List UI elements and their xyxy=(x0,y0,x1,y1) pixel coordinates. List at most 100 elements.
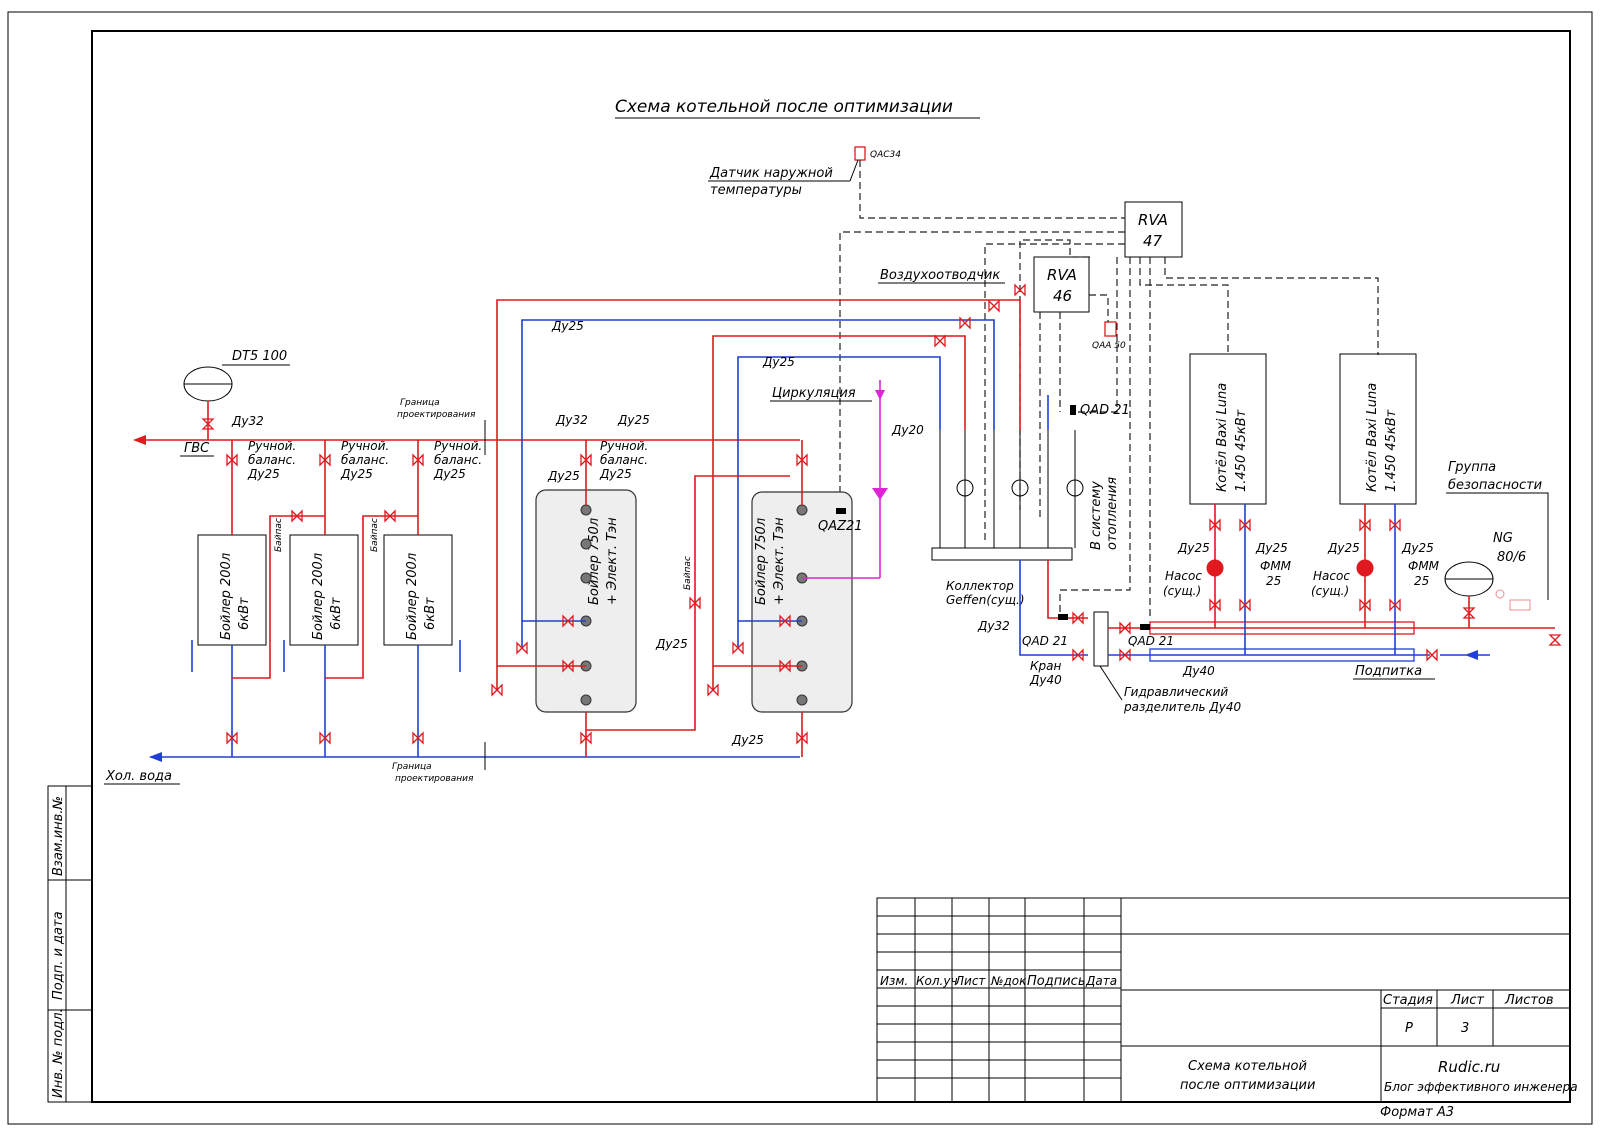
tb-drawing-name-1: Схема котельной xyxy=(1188,1059,1307,1074)
room-sensor-icon xyxy=(1104,321,1117,337)
stamp-inventory: Инв. № подл. xyxy=(51,1008,66,1098)
fmm-2-label-2: 25 xyxy=(1414,574,1429,588)
pipe-size-du25-c: Ду25 xyxy=(547,469,580,483)
ng-label-1: NG xyxy=(1493,531,1513,546)
pipe-return xyxy=(1019,560,1088,656)
qaz-label: QAZ21 xyxy=(818,519,863,534)
circulation-pump-icon xyxy=(872,488,888,500)
pipe-size-du25-cold: Ду25 xyxy=(731,733,764,747)
gas-boiler-1-line1: Котёл Baxi Luna xyxy=(1215,383,1230,492)
stamp-sign: Подп. и дата xyxy=(51,911,66,1000)
stamp-replace: Взам.инв.№ xyxy=(51,796,66,876)
bypass-label-2: Байпас xyxy=(370,518,380,552)
gauge-icon xyxy=(1495,589,1505,599)
tb-stage-head: Стадия xyxy=(1383,993,1433,1008)
design-border-label-1: Граница xyxy=(400,398,440,408)
pipe-size-du25-d: Ду25 xyxy=(551,319,584,333)
valve-du40-label-2: Ду40 xyxy=(1029,673,1062,687)
fmm-2-label-1: ФММ xyxy=(1408,559,1440,573)
balance-valve-4-l1: Ручной. xyxy=(600,439,648,453)
pipe-size-du40: Ду40 xyxy=(1182,664,1215,678)
gas-boiler-1-line2: 1.450 45кВт xyxy=(1234,409,1249,492)
tb-col-date: Дата xyxy=(1085,974,1117,988)
makeup-arrow-icon xyxy=(1465,650,1478,660)
balance-valve-3-l1: Ручной. xyxy=(434,439,482,453)
large-boiler-2-line2: + Элект. Тэн xyxy=(772,517,787,605)
pipe-size-du25-g: Ду25 xyxy=(1177,541,1210,555)
pump-icon xyxy=(1356,559,1374,577)
pump-1-label-2: (сущ.) xyxy=(1163,584,1201,598)
hydraulic-separator-label-1: Гидравлический xyxy=(1124,685,1228,699)
balance-valve-3-l3: Ду25 xyxy=(433,467,466,481)
diagram-title: Схема котельной после оптимизации xyxy=(615,97,953,117)
balance-valve-3-l2: баланс. xyxy=(434,453,482,467)
balance-valve-2-l3: Ду25 xyxy=(340,467,373,481)
small-boiler-1-line1: Бойлер 200л xyxy=(219,553,234,640)
pump-icon xyxy=(1206,559,1224,577)
qad-right-sensor-icon xyxy=(1140,624,1150,630)
balance-valve-1-l2: баланс. xyxy=(248,453,296,467)
qad-left-label: QAD 21 xyxy=(1022,634,1068,648)
collector-label-1: Коллектор xyxy=(946,579,1014,593)
collector xyxy=(931,430,1084,561)
tb-format: Формат А3 xyxy=(1380,1105,1454,1120)
expansion-tank-label: DT5 100 xyxy=(232,349,287,364)
makeup-label: Подпитка xyxy=(1355,664,1422,679)
small-boiler-1-line2: 6кВт xyxy=(237,597,252,630)
pipe-size-du32-b: Ду32 xyxy=(555,413,588,427)
tb-col-sign: Подпись xyxy=(1027,974,1085,989)
side-stamp: Взам.инв.№ Подп. и дата Инв. № подл. xyxy=(47,785,93,1103)
to-heating-label-2: отопления xyxy=(1105,477,1120,550)
design-border-label-lower-2: проектирования xyxy=(395,774,474,784)
small-boiler-2-line2: 6кВт xyxy=(329,597,344,630)
room-sensor-code: QAA 50 xyxy=(1092,341,1126,351)
qaz-sensor-icon xyxy=(836,508,846,514)
circulation-label: Циркуляция xyxy=(772,386,856,401)
controller-rva46-line2: 46 xyxy=(1053,287,1072,305)
balance-valve-4-l2: баланс. xyxy=(600,453,648,467)
safety-group-label-1: Группа xyxy=(1448,460,1496,475)
safety-group-label-2: безопасности xyxy=(1448,478,1542,493)
control-wiring xyxy=(839,160,1379,620)
outdoor-sensor-label-2: температуры xyxy=(710,183,802,198)
large-boiler-1-line2: + Элект. Тэн xyxy=(605,517,620,605)
large-boiler-2-line1: Бойлер 750л xyxy=(754,518,769,605)
return-header xyxy=(1149,648,1415,662)
tb-sheet-head: Лист xyxy=(1450,993,1484,1008)
balance-valve-1-l3: Ду25 xyxy=(247,467,280,481)
pipe-size-du32-c: Ду32 xyxy=(977,619,1010,633)
pipe-size-du25-f: Ду25 xyxy=(655,637,688,651)
pipe-size-du25-e: Ду25 xyxy=(762,355,795,369)
to-heating-label-1: В систему xyxy=(1089,481,1104,550)
qad-left-sensor-icon xyxy=(1058,614,1068,620)
controller-rva46 xyxy=(1033,256,1090,313)
pipe-size-du25-h: Ду25 xyxy=(1255,541,1288,555)
small-boiler-group: Бойлер 200л 6кВт Бойлер 200л 6кВт Бойлер… xyxy=(191,440,461,757)
qad-right-label: QAD 21 xyxy=(1128,634,1174,648)
controller-rva47 xyxy=(1124,201,1183,258)
pump-2-label-2: (сущ.) xyxy=(1311,584,1349,598)
outer-frame xyxy=(7,11,1593,1125)
gas-boiler-2-line1: Котёл Baxi Luna xyxy=(1365,383,1380,492)
small-boiler-3-line2: 6кВт xyxy=(423,597,438,630)
cold-water-label: Хол. вода xyxy=(105,769,172,784)
small-boiler-3-line1: Бойлер 200л xyxy=(405,553,420,640)
tb-stage: Р xyxy=(1405,1021,1413,1036)
pipe-size-du32: Ду32 xyxy=(231,414,264,428)
outdoor-sensor-label-1: Датчик наружной xyxy=(709,166,833,181)
hydraulic-separator xyxy=(1093,611,1109,667)
tb-sheet: 3 xyxy=(1461,1021,1469,1036)
air-vent-label: Воздухоотводчик xyxy=(880,268,1000,283)
gas-boiler-2-line2: 1.450 45кВт xyxy=(1384,409,1399,492)
tb-col-kolch: Кол.уч xyxy=(916,974,958,988)
leader-line xyxy=(849,159,859,182)
arrow-left-icon xyxy=(133,435,146,445)
tb-org-sub: Блог эффективного инженера xyxy=(1384,1080,1578,1094)
dhw-label: ГВС xyxy=(184,441,210,456)
design-border-label-lower-1: Граница xyxy=(392,762,432,772)
large-boiler-1: Бойлер 750л + Элект. Тэн xyxy=(535,489,637,713)
balance-valve-4-l3: Ду25 xyxy=(599,467,632,481)
pipe-supply xyxy=(1047,560,1088,619)
